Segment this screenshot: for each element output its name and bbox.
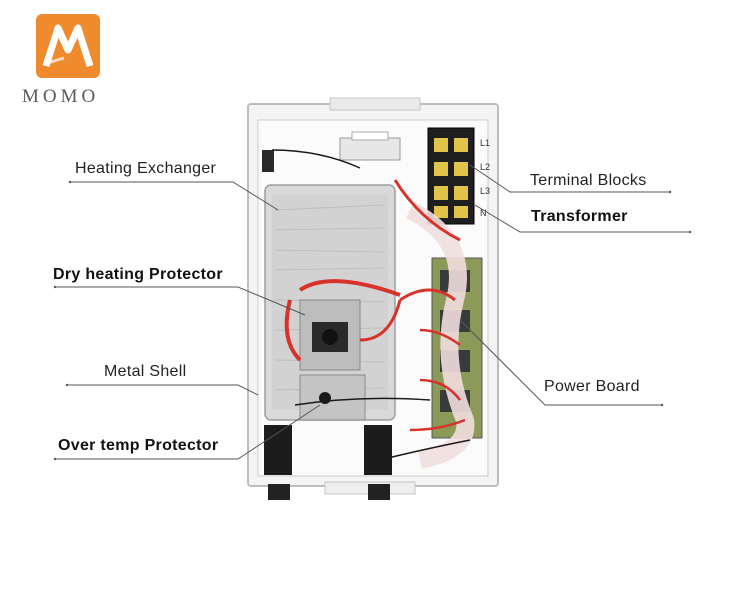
label-terminal-blocks: Terminal Blocks xyxy=(530,172,647,189)
leader-metal-shell xyxy=(67,384,259,396)
terminal-mark: L2 xyxy=(480,162,490,172)
label-transformer: Transformer xyxy=(531,208,628,225)
leader-heating-exchanger xyxy=(70,181,279,211)
label-metal-shell: Metal Shell xyxy=(104,363,187,380)
logo-m-glyph-icon xyxy=(42,24,94,68)
leader-over-temp-protector xyxy=(55,404,321,460)
label-dry-heating-protector: Dry heating Protector xyxy=(53,266,223,283)
leader-terminal-blocks xyxy=(469,164,670,193)
leader-power-board xyxy=(459,319,662,406)
terminal-blocks xyxy=(427,127,475,225)
label-heating-exchanger: Heating Exchanger xyxy=(75,160,217,177)
leader-dry-heating-protector xyxy=(55,286,306,316)
leader-transformer xyxy=(474,204,690,233)
terminal-mark: L3 xyxy=(480,186,490,196)
terminal-mark: L1 xyxy=(480,138,490,148)
label-power-board: Power Board xyxy=(544,378,640,395)
brand-logo xyxy=(36,14,100,78)
brand-name: MOMO xyxy=(22,86,100,107)
terminal-mark: N xyxy=(480,208,487,218)
label-over-temp-protector: Over temp Protector xyxy=(58,437,219,454)
